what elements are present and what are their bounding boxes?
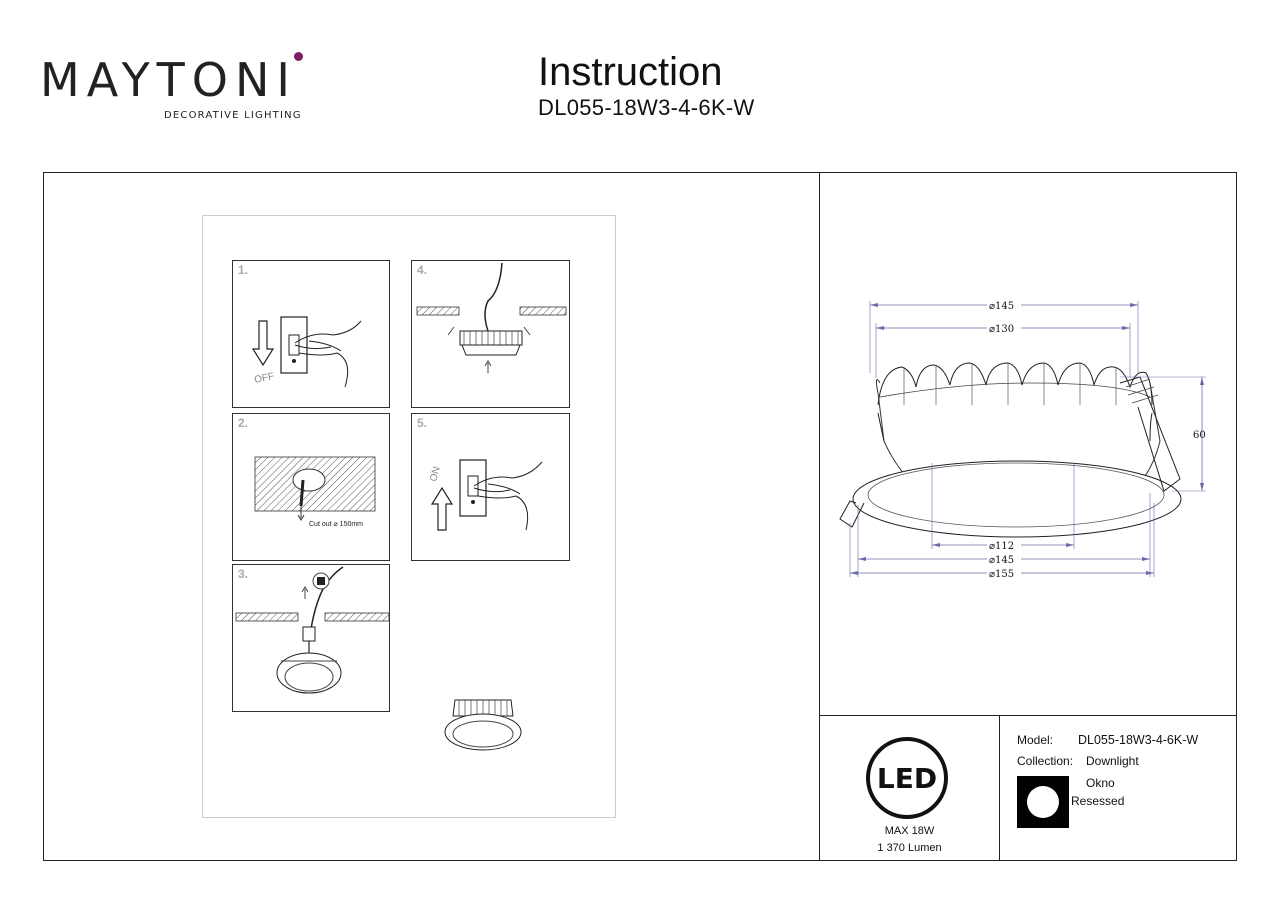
divider-horizontal	[819, 715, 1237, 716]
dim-top-outer: ⌀145	[989, 301, 1014, 312]
dim-top-inner: ⌀130	[989, 324, 1014, 335]
divider-vertical-spec	[999, 715, 1000, 861]
spec-collection-value: Downlight	[1086, 754, 1139, 768]
step-3-number: 3.	[238, 567, 249, 581]
doc-title: Instruction	[538, 50, 723, 94]
step-2-number: 2.	[238, 416, 249, 430]
step-2-illustration	[254, 456, 376, 521]
step-3: 3.	[232, 564, 390, 712]
brand-tagline: DECORATIVE LIGHTING	[164, 110, 302, 121]
brand-name: MAYTONI	[40, 53, 297, 107]
step-5: ON 5.	[411, 413, 570, 561]
instruction-sheet: OFF 1. 4.	[202, 215, 616, 818]
step-5-illustration: ON	[428, 459, 543, 531]
step-5-number: 5.	[417, 416, 428, 430]
led-lumen: 1 370 Lumen	[877, 842, 942, 854]
doc-model: DL055-18W3-4-6K-W	[538, 95, 755, 120]
brand-logo: MAYTONI DECORATIVE LIGHTING	[40, 52, 310, 124]
dimension-drawing: ⌀145 ⌀130 60 ⌀112 ⌀145 ⌀155	[839, 299, 1206, 580]
led-icon-text: LED	[877, 762, 937, 795]
led-power: MAX 18W	[884, 825, 935, 837]
step-1-number: 1.	[238, 263, 249, 277]
step-4: 4.	[411, 260, 570, 408]
step-4-illustration	[416, 262, 567, 373]
spec-mount: Resessed	[1071, 794, 1125, 808]
step-5-on-label: ON	[428, 465, 443, 482]
step-1: OFF 1.	[232, 260, 390, 408]
led-icon: LED	[866, 737, 948, 819]
step-2-caption: Cut out ⌀ 150mm	[309, 521, 364, 528]
step-2: 2. Cut out ⌀ 150mm	[232, 413, 390, 561]
dim-body: ⌀145	[989, 555, 1014, 566]
step-1-illustration: OFF	[251, 316, 362, 388]
spec-model-value: DL055-18W3-4-6K-W	[1078, 733, 1199, 747]
dim-aperture: ⌀112	[989, 541, 1014, 552]
step-4-number: 4.	[417, 263, 428, 277]
page-frame	[43, 172, 1237, 861]
spec-series: Okno	[1086, 776, 1115, 790]
brand-accent-dot	[294, 52, 303, 61]
dim-flange: ⌀155	[989, 569, 1014, 580]
divider-vertical	[819, 172, 820, 861]
recessed-icon	[1017, 776, 1069, 828]
step-3-illustration	[235, 566, 390, 694]
dim-height: 60	[1193, 430, 1206, 441]
product-thumbnail	[444, 699, 522, 751]
spec-collection-label: Collection:	[1017, 754, 1074, 768]
step-1-off-label: OFF	[253, 371, 275, 386]
spec-model-label: Model:	[1017, 733, 1054, 747]
